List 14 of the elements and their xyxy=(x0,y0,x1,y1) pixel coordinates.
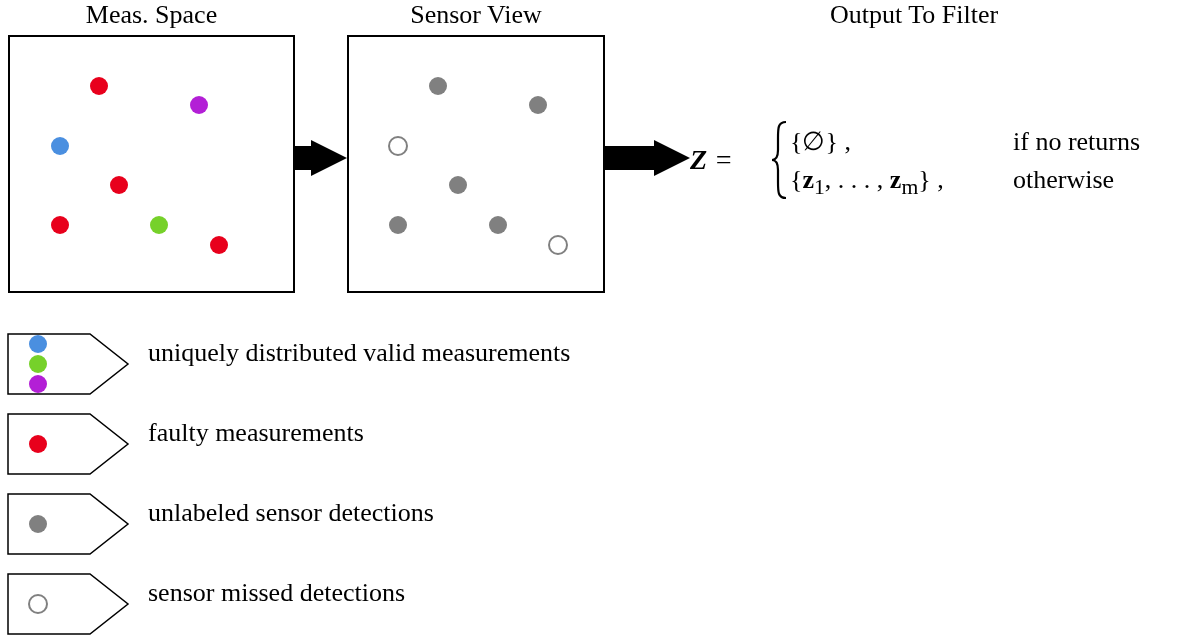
legend-text: faulty measurements xyxy=(148,418,364,448)
block-arrow xyxy=(295,140,347,176)
case-condition: otherwise xyxy=(1013,165,1115,195)
legend-text: unlabeled sensor detections xyxy=(148,498,434,528)
equation-case: {∅} , xyxy=(790,127,851,157)
equation-lhs: Z = xyxy=(690,145,733,175)
block-arrow xyxy=(605,140,690,176)
legend-text: sensor missed detections xyxy=(148,578,406,608)
legend-text: uniquely distributed valid measurements xyxy=(148,338,571,368)
equation-case: {z$_{1}$, . . . , z$_{m}$} , xyxy=(790,165,944,202)
case-condition: if no returns xyxy=(1013,127,1141,157)
equation-heading: Output To Filter xyxy=(830,0,999,30)
panel-heading: Meas. Space xyxy=(84,0,219,30)
panel-heading: Sensor View xyxy=(409,0,543,30)
